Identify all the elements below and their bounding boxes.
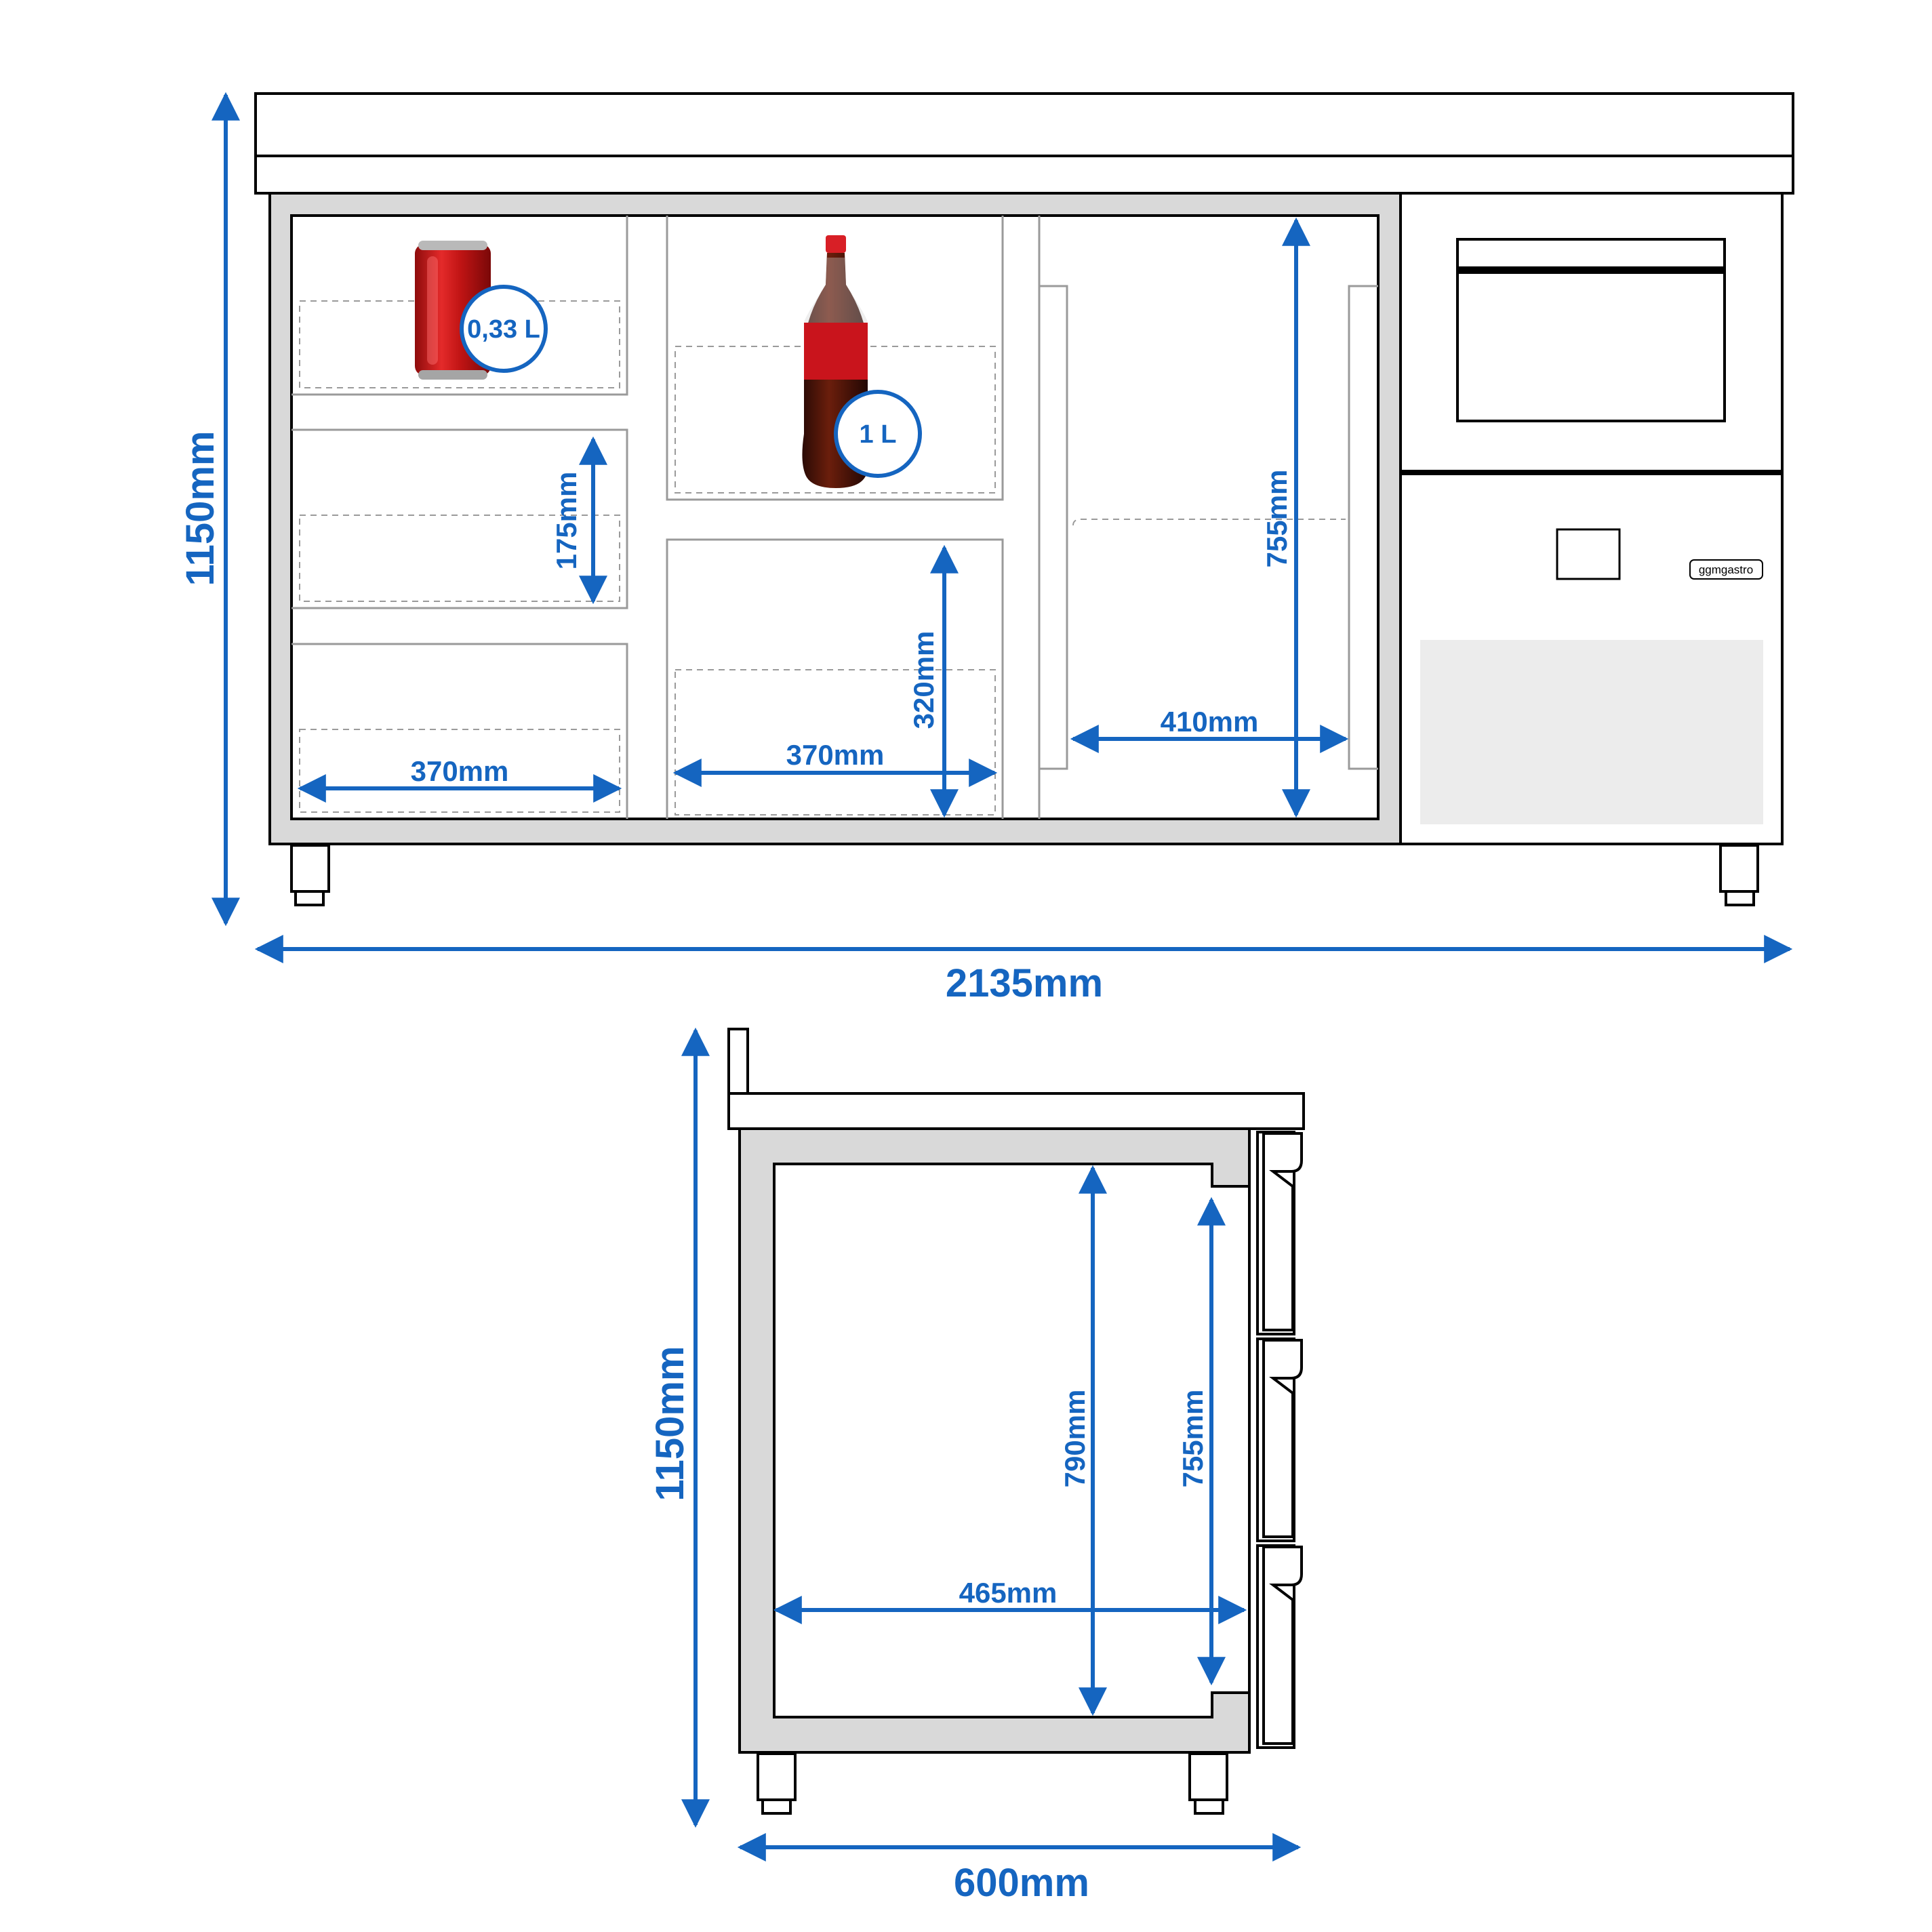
brand-label: ggmgastro: [1699, 563, 1753, 576]
side-interior: [773, 1163, 1251, 1718]
worktop-edge: [254, 155, 1794, 195]
side-height-label: 1150mm: [648, 1346, 692, 1502]
side-upstand: [727, 1028, 749, 1095]
vent-panel: [1420, 640, 1763, 824]
shelf-height-label: 175mm: [550, 472, 582, 570]
ice-machine-handle: [1457, 266, 1725, 274]
door-compartment: [1038, 216, 1378, 819]
bottle-volume-badge: 1 L: [834, 390, 922, 478]
front-dimensions: [212, 92, 1793, 963]
side-worktop: [727, 1092, 1305, 1130]
side-view: [727, 1028, 1305, 1815]
side-drawer-fronts: [1256, 1131, 1303, 1749]
left-crates: [299, 300, 620, 813]
worktop: [254, 92, 1794, 157]
middle-drawer-column: [666, 216, 1004, 819]
left-width-label: 370mm: [411, 755, 509, 787]
door-shelf: [1072, 519, 1346, 526]
right-width-label: 410mm: [1161, 706, 1259, 738]
control-display: [1556, 528, 1621, 580]
middle-width-label: 370mm: [786, 739, 885, 771]
front-width-label: 2135mm: [946, 961, 1103, 1005]
bottle-volume-label: 1 L: [860, 420, 897, 449]
inner-depth-label: 465mm: [959, 1577, 1058, 1609]
left-drawer-column: [291, 216, 628, 819]
side-drawer-height-label: 755mm: [1177, 1390, 1209, 1488]
can-volume-badge: 0,33 L: [460, 285, 548, 373]
front-feet: [290, 844, 1759, 906]
inner-height-label: 790mm: [1059, 1390, 1091, 1488]
drawer-height-label: 320mm: [908, 631, 940, 729]
brand-badge: [1689, 559, 1763, 580]
side-dimensions: [681, 1027, 1302, 1861]
middle-crates: [675, 346, 996, 816]
door-height-label: 755mm: [1261, 470, 1293, 568]
can-volume-label: 0,33 L: [467, 315, 540, 344]
side-depth-label: 600mm: [954, 1861, 1089, 1905]
front-height-label: 1150mm: [178, 431, 222, 586]
side-feet: [757, 1752, 1228, 1815]
